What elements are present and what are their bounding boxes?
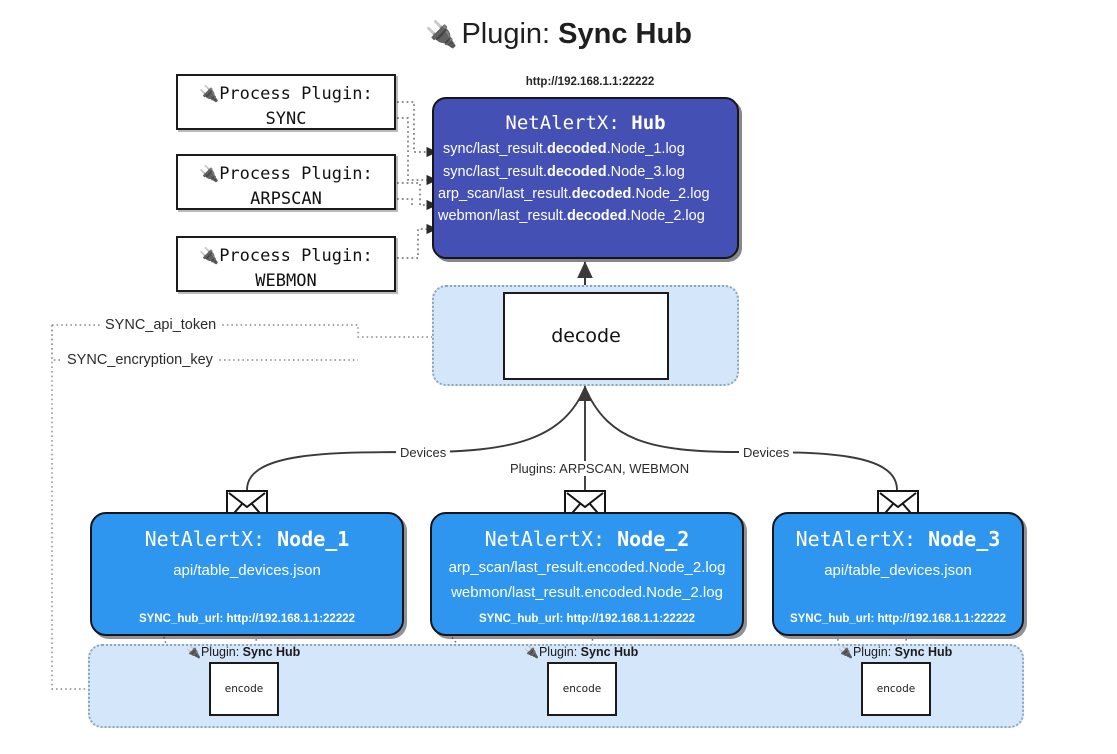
plug-icon: 🔌 (425, 19, 458, 49)
node-hub-url: SYNC_hub_url: http://192.168.1.1:22222 (138, 613, 356, 625)
node-resource-line: api/table_devices.json (824, 562, 972, 579)
node-title: NetAlertX: Node_3 (795, 527, 1001, 551)
sync-api-token-label: SYNC_api_token (101, 317, 221, 333)
node-box-node-1[interactable]: NetAlertX: Node_1 api/table_devices.json… (90, 512, 404, 636)
decode-box[interactable]: decode (503, 292, 669, 380)
page-title-name: Sync Hub (558, 18, 692, 50)
process-plugin-line1: 🔌Process Plugin: (199, 84, 373, 104)
hub-log-line: arp_scan/last_result.decoded.Node_2.log (438, 186, 710, 202)
node-hub-url: SYNC_hub_url: http://192.168.1.1:22222 (478, 613, 696, 625)
process-plugin-name: SYNC (265, 108, 307, 129)
node-resource-line: webmon/last_result.encoded.Node_2.log (451, 584, 723, 601)
hub-title: NetAlertX: Hub (505, 112, 666, 134)
sync-encryption-key-label: SYNC_encryption_key (63, 352, 217, 368)
plug-icon: 🔌 (199, 84, 220, 103)
process-plugin-sync-box[interactable]: 🔌Process Plugin: SYNC (176, 74, 396, 130)
plug-icon: 🔌 (524, 645, 539, 659)
page-title-prefix: Plugin: (461, 18, 559, 50)
plug-icon: 🔌 (838, 645, 853, 659)
node-resource-line: arp_scan/last_result.encoded.Node_2.log (448, 559, 726, 576)
process-plugin-line1: 🔌Process Plugin: (199, 164, 373, 184)
edge-label-devices-right: Devices (739, 445, 794, 460)
hub-url-label: http://192.168.1.1:22222 (525, 76, 655, 88)
encode-box-node-2[interactable]: encode (547, 662, 617, 716)
hub-log-line: sync/last_result.decoded.Node_3.log (443, 164, 685, 180)
encode-box-node-1[interactable]: encode (209, 662, 279, 716)
process-plugin-line1: 🔌Process Plugin: (199, 246, 373, 266)
node-box-node-3[interactable]: NetAlertX: Node_3 api/table_devices.json… (772, 512, 1024, 636)
plugin-tag-node-1: 🔌Plugin: Sync Hub (186, 645, 301, 659)
edge-label-plugins: Plugins: ARPSCAN, WEBMON (506, 461, 694, 476)
process-plugin-name: WEBMON (255, 270, 317, 291)
plug-icon: 🔌 (186, 645, 201, 659)
node-hub-url: SYNC_hub_url: http://192.168.1.1:22222 (789, 613, 1007, 625)
hub-log-line: sync/last_result.decoded.Node_1.log (443, 141, 685, 157)
plug-icon: 🔌 (199, 246, 220, 265)
edge-label-devices-left: Devices (396, 445, 451, 460)
page-title: 🔌Plugin: Sync Hub (0, 18, 1117, 51)
plugin-to-hub-connectors (397, 101, 438, 259)
plugin-tag-node-3: 🔌Plugin: Sync Hub (838, 645, 953, 659)
hub-node-box[interactable]: NetAlertX: Hub sync/last_result.decoded.… (432, 97, 739, 259)
hub-log-line: webmon/last_result.decoded.Node_2.log (438, 208, 705, 224)
node-title: NetAlertX: Node_2 (484, 527, 690, 551)
process-plugin-name: ARPSCAN (250, 188, 322, 209)
plug-icon: 🔌 (199, 164, 220, 183)
plugin-tag-node-2: 🔌Plugin: Sync Hub (524, 645, 639, 659)
node-title: NetAlertX: Node_1 (144, 527, 350, 551)
node-resource-line: api/table_devices.json (173, 562, 321, 579)
process-plugin-arpscan-box[interactable]: 🔌Process Plugin: ARPSCAN (176, 154, 396, 210)
encode-box-node-3[interactable]: encode (861, 662, 931, 716)
node-box-node-2[interactable]: NetAlertX: Node_2 arp_scan/last_result.e… (430, 512, 744, 636)
process-plugin-webmon-box[interactable]: 🔌Process Plugin: WEBMON (176, 236, 396, 292)
